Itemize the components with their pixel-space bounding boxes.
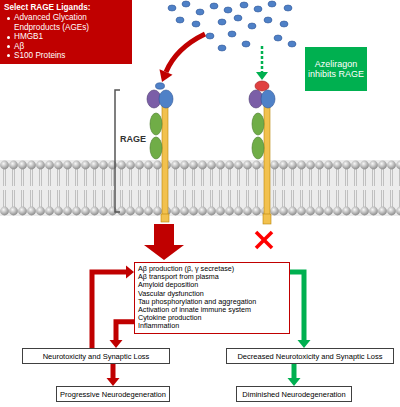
arrow-shaft: [92, 272, 127, 348]
arrow-head: [298, 340, 311, 348]
rage-bracket: [115, 90, 120, 212]
c2-domain: [150, 137, 162, 159]
ligand-dot: [248, 23, 256, 29]
block-cross: [256, 232, 272, 248]
block-cross: [256, 232, 272, 248]
ligand-dot: [168, 5, 176, 11]
ligand-dot: [196, 9, 204, 15]
binding-arrow-head: [160, 69, 173, 82]
ligand-dot: [274, 35, 282, 41]
node-text: S100 Proteins: [4, 51, 128, 60]
outcome-box: Diminished Neurodegeneration: [236, 386, 352, 402]
ligand-box: Select RAGE Ligands:Advanced Glycation E…: [0, 0, 132, 64]
node-text: Diminished Neurodegeneration: [242, 390, 345, 399]
blocked-arrow-head: [256, 72, 268, 80]
flow-arrow: [92, 266, 134, 349]
arrow-shaft: [290, 272, 304, 341]
receptor-tail: [263, 214, 271, 224]
ligand-dot: [240, 2, 248, 8]
c1-domain: [252, 113, 264, 135]
node-text: Advanced Glycation Endproducts (AGEs): [4, 13, 128, 32]
c2-domain: [252, 137, 264, 159]
node-text: Cytokine production: [138, 314, 286, 322]
arrow-head: [110, 340, 123, 348]
ligand-dot: [268, 1, 276, 7]
node-text: Amyloid deposition: [138, 281, 286, 289]
arrow-head: [288, 378, 301, 386]
drug-box: Azeliragon inhibits RAGE: [305, 47, 367, 91]
ligand-dot: [218, 19, 226, 25]
flow-arrow: [107, 364, 120, 386]
v-domain: [159, 90, 173, 108]
process-box: Aβ production (β, γ secretase)Aβ transpo…: [134, 262, 290, 334]
arrow-shaft: [116, 322, 134, 341]
ligand-dot: [176, 17, 184, 23]
receptor-tail: [161, 214, 169, 222]
ligand-dot: [228, 31, 236, 37]
ligand-dot: [280, 21, 288, 27]
node-text: Aβ: [4, 42, 128, 51]
v-domain: [261, 90, 275, 108]
node-text: Inflammation: [138, 322, 286, 330]
ligand-dot: [288, 41, 296, 47]
ligand-dot: [242, 41, 250, 47]
node-text: Aβ production (β, γ secretase): [138, 265, 286, 273]
ligand-dot: [182, 1, 190, 7]
node-text: Activation of innate immune system: [138, 306, 286, 314]
drug-molecule: [255, 81, 269, 91]
ligand-dot: [264, 17, 272, 23]
receptor-shaft: [162, 106, 168, 220]
node-text: Decreased Neurotoxicity and Synaptic Los…: [237, 352, 382, 361]
ligand-dot: [206, 33, 214, 39]
signal-arrow: [144, 224, 184, 260]
ligand-dot: [234, 15, 242, 21]
ligand-dot: [254, 6, 262, 12]
arrow-shaft: [111, 364, 116, 379]
ligand-dot: [192, 21, 200, 27]
node-text: Progressive Neurodegeneration: [60, 390, 166, 399]
node-text: Tau phosphorylation and aggregation: [138, 298, 286, 306]
part-label: RAGE: [120, 134, 146, 144]
ligand-dot: [284, 5, 292, 11]
node-text: HMGB1: [4, 32, 128, 41]
ligand-dot: [210, 3, 218, 9]
node-text: Vascular dysfunction: [138, 290, 286, 298]
outcome-box: Progressive Neurodegeneration: [56, 386, 170, 402]
ligand-dot: [218, 45, 226, 51]
node-text: Azeliragon inhibits RAGE: [307, 59, 365, 80]
arrow-head: [126, 266, 134, 279]
arrow-head: [107, 378, 120, 386]
cell-membrane: [0, 160, 400, 216]
flow-arrow: [110, 322, 135, 348]
blocked-arrow: [261, 46, 264, 72]
ligand-dot: [224, 7, 232, 13]
node-text: Select RAGE Ligands:: [4, 3, 128, 12]
flow-arrow: [288, 364, 301, 386]
c1-domain: [150, 113, 162, 135]
bound-ligand: [156, 83, 165, 89]
outcome-box: Neurotoxicity and Synaptic Loss: [22, 348, 170, 364]
binding-arrow: [166, 34, 205, 72]
node-text: Neurotoxicity and Synaptic Loss: [43, 352, 150, 361]
outcome-box: Decreased Neurotoxicity and Synaptic Los…: [226, 348, 394, 364]
flow-arrow: [290, 272, 311, 348]
node-text: Aβ transport from plasma: [138, 273, 286, 281]
arrow-shaft: [292, 364, 297, 379]
receptor-shaft: [264, 106, 270, 220]
